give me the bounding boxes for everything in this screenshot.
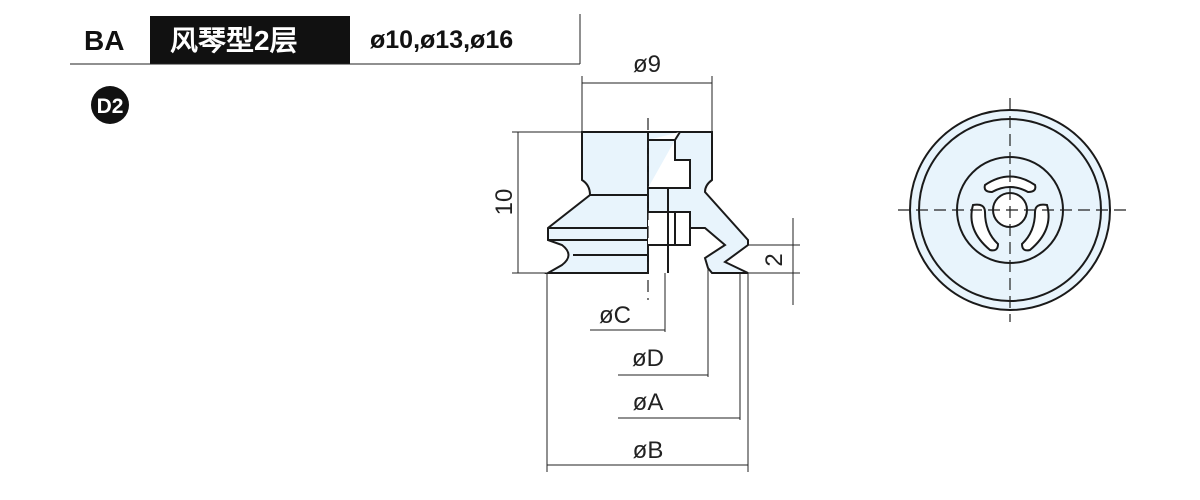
type-label-box: [150, 16, 350, 64]
body-left-half: [544, 131, 649, 274]
side-view: ø9 10 2 øC øD øA øB: [491, 51, 800, 472]
series-code: BA: [84, 25, 124, 56]
suction-slot: [1020, 203, 1050, 252]
dim-c: øC: [599, 302, 631, 329]
dim-b: øB: [633, 437, 664, 464]
dim-lip-height: 2: [761, 253, 788, 266]
dim-top-diameter: ø9: [633, 51, 661, 78]
bottom-view: [898, 98, 1126, 322]
dim-d: øD: [632, 345, 664, 372]
size-list: ø10,ø13,ø16: [370, 26, 513, 54]
body-right-section: [582, 131, 749, 274]
dim-a: øA: [633, 389, 664, 416]
badge-label: D2: [97, 95, 124, 118]
bore-detail: [648, 131, 691, 273]
type-label: 风琴型2层: [170, 25, 298, 56]
suction-slot: [983, 175, 1037, 194]
title-block: BA 风琴型2层 ø10,ø13,ø16 D2: [70, 14, 581, 124]
badge-circle: [91, 86, 129, 124]
dim-height: 10: [491, 189, 518, 216]
suction-slot: [970, 203, 1000, 252]
